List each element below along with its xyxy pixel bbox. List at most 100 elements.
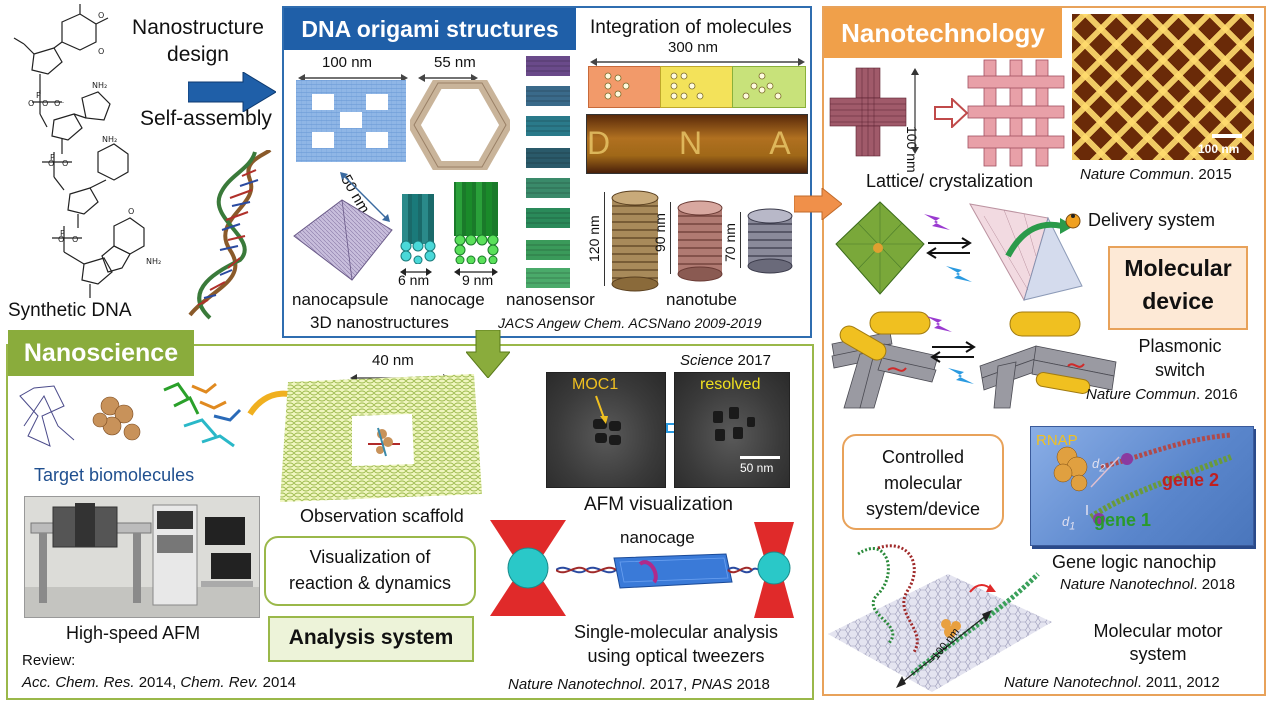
svg-text:O: O bbox=[42, 99, 48, 108]
moc1-arrow bbox=[592, 394, 612, 424]
plasmonic-switch-left bbox=[830, 304, 942, 410]
dna-double-helix bbox=[170, 148, 280, 320]
nanotechnology-panel bbox=[822, 6, 1266, 696]
svg-text:P: P bbox=[36, 91, 41, 100]
svg-text:P: P bbox=[50, 153, 55, 162]
afm-dna-letters: D N A bbox=[587, 125, 821, 161]
molecular-device-line2: device bbox=[1142, 288, 1214, 314]
lightning-blue-1 bbox=[946, 264, 972, 286]
dim-arrow-100nm bbox=[298, 70, 408, 82]
nanostructure-design-line1: Nanostructure bbox=[132, 16, 264, 39]
molecular-device-box bbox=[1108, 246, 1248, 330]
optical-tweezer-right bbox=[752, 520, 796, 620]
gene-logic-label: Gene logic nanochip bbox=[1052, 552, 1217, 572]
nanoscience-panel bbox=[6, 344, 814, 700]
svg-text:NH₂: NH₂ bbox=[146, 257, 161, 266]
lattice-tile bbox=[828, 66, 908, 158]
science-citation: Science 2017 bbox=[680, 352, 771, 369]
cite-2018-year: . 2018 bbox=[1193, 576, 1236, 593]
afm-image-before bbox=[546, 372, 666, 488]
review-citations: Acc. Chem. Res. 2014, Chem. Rev. 2014 bbox=[22, 674, 296, 691]
dim-label-70nm: 70 nm bbox=[722, 223, 738, 262]
science-year: 2017 bbox=[733, 352, 771, 369]
plasmonic-switch-label: Plasmonic switch bbox=[1120, 334, 1240, 382]
cite-2011-year: . 2011, 2012 bbox=[1137, 674, 1220, 691]
delivery-closed-capsule bbox=[832, 198, 928, 298]
label-nanocapsule: nanocapsule bbox=[292, 290, 389, 309]
nanocapsule-shape bbox=[290, 198, 396, 282]
tweezer-year-2: 2018 bbox=[732, 676, 770, 693]
analysis-system-label: Analysis system bbox=[288, 626, 454, 649]
dim-label-90nm: 90 nm bbox=[652, 213, 668, 252]
green-down-arrow bbox=[464, 329, 512, 379]
high-speed-afm-photo bbox=[24, 496, 260, 618]
afm-dna-image: D N A bbox=[586, 114, 808, 174]
nanostructure-design-line2: design bbox=[167, 43, 229, 66]
plasmonic-line1: Plasmonic bbox=[1138, 336, 1222, 356]
afm-lattice-scalebar bbox=[1212, 134, 1242, 138]
cite-2016-journal: Nature Commun bbox=[1086, 386, 1197, 403]
high-speed-afm-label: High-speed AFM bbox=[66, 623, 201, 643]
moc1-label: MOC1 bbox=[572, 376, 619, 393]
rectangle-origami bbox=[296, 80, 406, 162]
motor-image bbox=[828, 534, 1052, 694]
delivery-system-label: Delivery system bbox=[1088, 210, 1216, 230]
lightning-purple-1 bbox=[924, 212, 950, 234]
afm-lattice-scale-label: 100 nm bbox=[1198, 142, 1240, 156]
target-biomolecules-image bbox=[14, 376, 250, 466]
blue-right-arrow bbox=[187, 71, 277, 113]
observation-scaffold-image bbox=[278, 372, 484, 506]
svg-text:NH₂: NH₂ bbox=[92, 81, 107, 90]
afm-scalebar bbox=[740, 456, 780, 459]
rnap-label: RNAP bbox=[1036, 432, 1078, 449]
dim-arrow-9nm bbox=[454, 264, 498, 276]
tile-molecule-dots bbox=[588, 66, 804, 106]
svg-text:O: O bbox=[28, 99, 34, 108]
dim-label-120nm: 120 nm bbox=[586, 215, 602, 262]
science-journal: Science bbox=[680, 352, 734, 369]
controlled-line2: molecular bbox=[883, 473, 963, 493]
nanotech-cite-2015: Nature Commun. 2015 bbox=[1080, 166, 1232, 183]
dim-label-6nm: 6 nm bbox=[398, 272, 430, 288]
nanotech-cite-2018: Nature Nanotechnol. 2018 bbox=[1060, 576, 1235, 593]
tweezer-citation: Nature Nanotechnol. 2017, PNAS 2018 bbox=[508, 676, 770, 693]
svg-text:O⁻: O⁻ bbox=[72, 235, 83, 244]
lattice-caption: Lattice/ crystalization bbox=[866, 171, 1034, 191]
self-assembly-label: Self-assembly bbox=[140, 107, 272, 130]
equilibrium-arrows-1 bbox=[926, 236, 972, 260]
cite-2016-year: . 2016 bbox=[1196, 386, 1238, 403]
nanotube-90nm bbox=[676, 200, 724, 282]
d1-label: d1 bbox=[1062, 514, 1076, 533]
plasmonic-line2: switch bbox=[1154, 360, 1205, 380]
cite-2015-journal: Nature Commun bbox=[1080, 166, 1191, 183]
label-nanotube: nanotube bbox=[666, 290, 737, 309]
controlled-line1: Controlled bbox=[881, 447, 965, 467]
dim-label-100nm: 100 nm bbox=[322, 54, 373, 71]
afm-visualization-label: AFM visualization bbox=[584, 494, 733, 515]
svg-text:O⁻: O⁻ bbox=[54, 99, 65, 108]
single-molecular-line1: Single-molecular analysis bbox=[573, 622, 779, 642]
cargo-molecule-icon bbox=[1064, 212, 1082, 230]
integration-title: Integration of molecules bbox=[590, 17, 792, 38]
synthetic-dna-label: Synthetic DNA bbox=[8, 300, 132, 321]
dim-arrow-55nm bbox=[418, 70, 478, 82]
origami-citation: JACS Angew Chem. ACSNano 2009-2019 bbox=[498, 315, 762, 331]
afm-scale-label: 50 nm bbox=[740, 461, 774, 475]
lattice-dim-arrow bbox=[910, 68, 920, 154]
controlled-line3: system/device bbox=[865, 499, 981, 519]
dna-origami-panel bbox=[282, 6, 812, 338]
hexagon-origami bbox=[407, 77, 513, 173]
nanotech-cite-2011: Nature Nanotechnol. 2011, 2012 bbox=[1004, 674, 1220, 691]
cite-2011-journal: Nature Nanotechnol bbox=[1004, 674, 1138, 691]
dim-line-120nm bbox=[604, 192, 611, 286]
gene1-label: gene 1 bbox=[1094, 510, 1152, 530]
dim-arrow-6nm bbox=[400, 264, 432, 276]
svg-text:O: O bbox=[128, 207, 134, 216]
molecular-motor-label: Molecular motor system bbox=[1070, 620, 1246, 666]
plasmonic-switch-right bbox=[976, 306, 1122, 410]
tweezer-journal-1: Nature Nanotechnol bbox=[508, 676, 642, 693]
review-year-1: 2014, bbox=[134, 674, 181, 691]
nanotube-120nm bbox=[610, 190, 660, 292]
dim-label-300nm: 300 nm bbox=[668, 39, 719, 56]
lightning-purple-2 bbox=[926, 314, 952, 336]
